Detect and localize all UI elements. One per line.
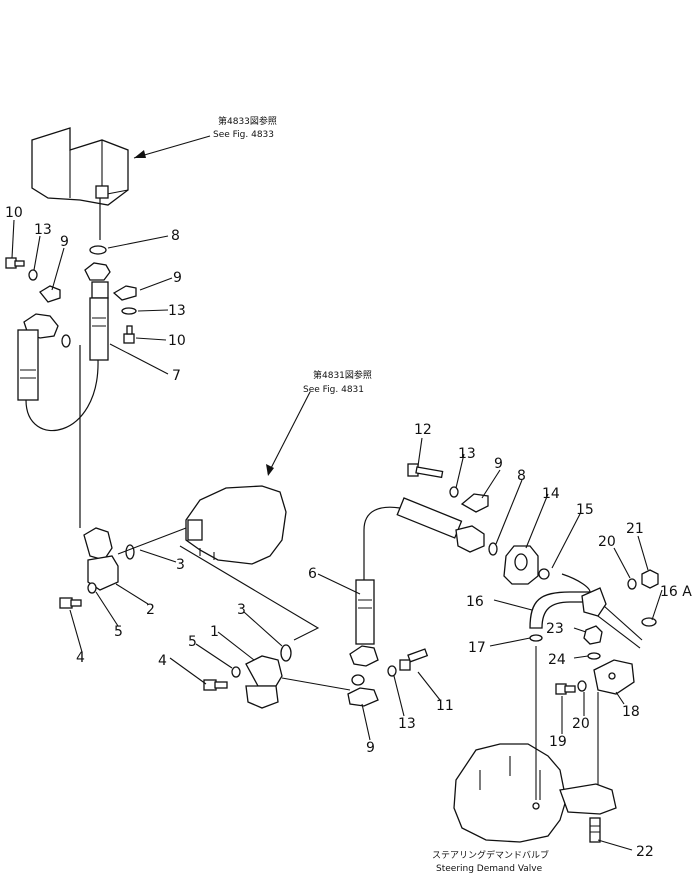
washer-13-upper-right (449, 486, 459, 498)
fitting-16a (641, 617, 657, 627)
clamp-9-left (39, 285, 61, 303)
bracket-18 (593, 659, 635, 695)
callout-20: 20 (598, 534, 616, 550)
ref-arrow-4831 (267, 391, 311, 475)
adapter-14 (503, 545, 539, 585)
callout-1: 1 (210, 624, 219, 640)
callout-3: 3 (237, 602, 246, 618)
callout-9: 9 (366, 740, 375, 756)
bolt-10-right (123, 325, 135, 344)
o-ring-8 (89, 245, 107, 255)
o-ring-3-upper (125, 544, 135, 560)
callout-13: 13 (458, 446, 476, 462)
o-ring-lower-center (351, 674, 365, 686)
elbow-1 (245, 655, 283, 709)
callout-9: 9 (173, 270, 182, 286)
bolt-10-top-left (5, 257, 25, 269)
hose-loop-left (25, 359, 99, 432)
ref-label-4831-en: See Fig. 4831 (303, 385, 364, 395)
washer-24 (587, 652, 601, 660)
ref-label-4833-jp: 第4833図参照 (218, 115, 277, 127)
callout-18: 18 (622, 704, 640, 720)
callout-9: 9 (60, 234, 69, 250)
callout-14: 14 (542, 486, 560, 502)
bolt-19 (555, 683, 576, 695)
callout-4: 4 (76, 650, 85, 666)
steering-demand-valve (453, 743, 617, 843)
callout-22: 22 (636, 844, 654, 860)
callout-10: 10 (168, 333, 186, 349)
callout-10: 10 (5, 205, 23, 221)
hose-left-fitting (17, 313, 59, 401)
callout-13: 13 (168, 303, 186, 319)
washer-5-right (231, 666, 241, 678)
bolt-4-left (59, 597, 82, 609)
callout-12: 12 (414, 422, 432, 438)
clamp-9-upper-right (460, 493, 489, 513)
hose-6 (349, 579, 379, 667)
valve-label-en: Steering Demand Valve (436, 864, 543, 874)
leader-lines (11, 219, 663, 851)
ref-block-4831 (185, 485, 287, 565)
hose-right-upper (396, 497, 485, 553)
pipe-16 (529, 573, 607, 629)
callout-19: 19 (549, 734, 567, 750)
callout-15: 15 (576, 502, 594, 518)
callout-8: 8 (517, 468, 526, 484)
o-ring-8-right (488, 542, 498, 556)
washer-5-left (87, 582, 97, 594)
washer-20-lower (577, 680, 587, 692)
ref-label-4833-en: See Fig. 4833 (213, 130, 274, 140)
o-ring-15 (538, 568, 550, 580)
callout-16: 16 (466, 594, 484, 610)
callout-5: 5 (114, 624, 123, 640)
ref-label-4831-jp: 第4831図参照 (313, 369, 372, 381)
callout-20: 20 (572, 716, 590, 732)
callout-2: 2 (146, 602, 155, 618)
ref-block-4833 (31, 127, 129, 206)
clamp-9-right (112, 285, 137, 301)
o-ring-3-lower (280, 644, 292, 662)
callout-9: 9 (494, 456, 503, 472)
fitting-22 (589, 817, 601, 843)
bolt-12 (407, 463, 444, 479)
ref-arrow-4833 (133, 135, 211, 159)
callout-13: 13 (398, 716, 416, 732)
callout-16a: 16 A (660, 584, 692, 600)
nut-21 (641, 569, 659, 589)
washer-20-upper (627, 578, 637, 590)
callout-4: 4 (158, 653, 167, 669)
elbow-2 (83, 527, 119, 591)
callout-17: 17 (468, 640, 486, 656)
washer-13-right (121, 307, 137, 315)
callout-numbers: 10 13 9 8 9 13 10 7 3 2 5 4 3 1 5 4 9 13… (5, 205, 692, 860)
o-ring-17 (529, 634, 543, 642)
callout-11: 11 (436, 698, 454, 714)
callout-3: 3 (176, 557, 185, 573)
callout-24: 24 (548, 652, 566, 668)
o-ring-left (61, 334, 71, 348)
clamp-9-lower (347, 687, 379, 707)
callout-8: 8 (171, 228, 180, 244)
callout-7: 7 (172, 368, 181, 384)
bolt-11 (399, 648, 429, 671)
valve-label-jp: ステアリングデマンドバルブ (432, 849, 549, 861)
callout-23: 23 (546, 621, 564, 637)
callout-6: 6 (308, 566, 317, 582)
callout-5: 5 (188, 634, 197, 650)
washer-13-top-left (28, 269, 38, 281)
nut-23 (583, 625, 603, 645)
bolt-4-right (203, 679, 228, 691)
callout-21: 21 (626, 521, 644, 537)
washer-13-lower (387, 665, 397, 677)
callout-13: 13 (34, 222, 52, 238)
hose-7 (84, 262, 111, 361)
